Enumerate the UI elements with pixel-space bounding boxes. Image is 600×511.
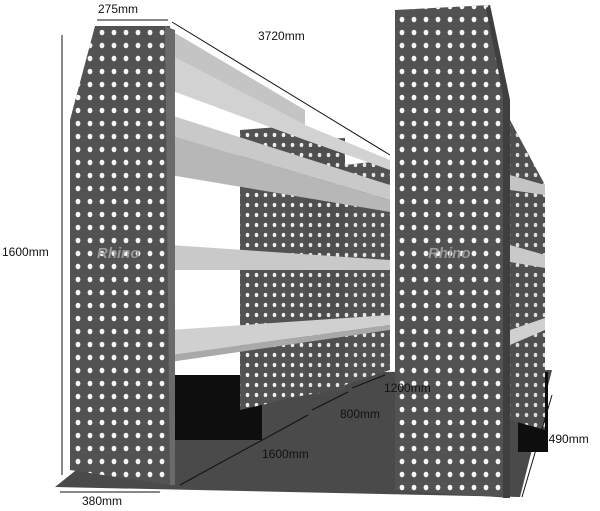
label-base-depth: 380mm [82,494,122,508]
right-run-shelves [510,175,545,345]
label-rear-unit: 1200mm [384,381,431,395]
label-top-depth: 275mm [98,2,138,16]
label-floor-width: 2490mm [542,432,589,446]
left-run-shelves [170,30,390,362]
logo-left: Rhino [97,245,140,262]
label-middle-unit: 800mm [340,407,380,421]
dimension-lines [60,19,553,498]
label-total-length: 3720mm [258,29,305,43]
label-height: 1600mm [2,245,49,259]
label-lower-unit: 1600mm [262,447,309,461]
logo-right: Rhino [428,245,471,262]
